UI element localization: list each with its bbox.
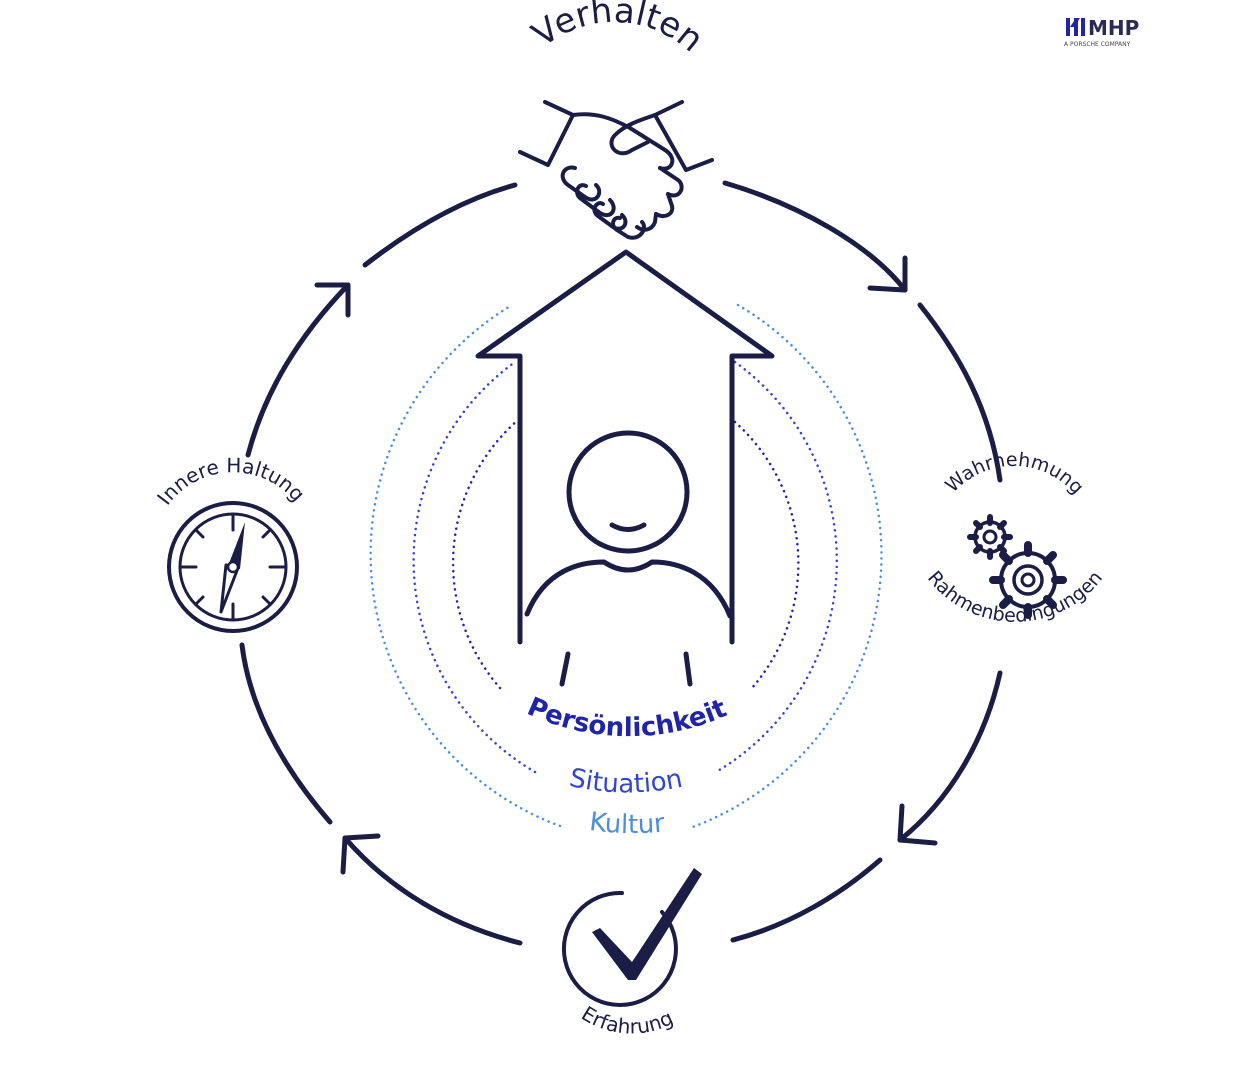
person-smile: [609, 522, 647, 532]
compass-ticks: [180, 514, 286, 620]
label-kultur: Kultur: [588, 807, 666, 840]
cycle-ring: [239, 180, 1003, 946]
ring-situation-r: [714, 360, 839, 774]
ring-kultur: [369, 303, 562, 828]
gears-icon: [967, 514, 1067, 619]
person-arm-right: [683, 651, 693, 687]
person-arm-left: [559, 651, 571, 687]
ring-persoenlichkeit: [451, 418, 520, 690]
label-innere-haltung: Innere Haltung: [152, 453, 310, 509]
person-head: [566, 430, 690, 554]
influence-rings: [369, 303, 883, 830]
label-erfahrung: Erfahrung: [577, 1001, 676, 1038]
label-verhalten: Verhalten: [525, 0, 711, 60]
ring-persoenlichkeit-r: [733, 420, 800, 690]
arrowhead-right-lower: [897, 803, 938, 846]
compass-needle-north: [228, 522, 245, 569]
logo-mark: [1066, 18, 1085, 36]
cycle-arc-right-upper: [917, 302, 1003, 483]
ring-situation: [412, 360, 537, 774]
check-circle: [561, 890, 678, 1007]
check-tick: [592, 868, 702, 980]
checkmark-icon: [561, 868, 702, 1007]
arrowhead-bottom-left: [340, 833, 381, 875]
cycle-arc-top-right: [722, 180, 908, 293]
cycle-arc-bottom-left: [342, 835, 523, 946]
label-situation: Situation: [567, 763, 685, 799]
cycle-arc-right-lower: [897, 670, 1003, 843]
gear-large: [989, 541, 1067, 619]
cycle-arc-top-left: [362, 182, 518, 268]
up-arrow-icon: [475, 249, 775, 645]
compass-icon: [167, 501, 299, 633]
arrowhead-top-right: [867, 255, 908, 293]
ring-kultur-r: [688, 303, 883, 830]
person-shoulders: [524, 559, 733, 619]
person-icon: [524, 430, 733, 687]
arrowhead-left-upper: [314, 282, 351, 318]
handshake-icon: [518, 100, 714, 240]
cycle-arc-left-upper: [245, 282, 351, 458]
cycle-arc-left-lower: [239, 642, 333, 825]
logo-tagline: A PORSCHE COMPANY: [1064, 41, 1131, 48]
logo-wordmark: MHP: [1088, 16, 1139, 40]
gear-small: [967, 514, 1013, 560]
cycle-arc-bottom-right: [730, 857, 883, 943]
mhp-logo: MHP A PORSCHE COMPANY: [1064, 16, 1139, 48]
label-wahrnehmung: Wahrnehmung: [941, 449, 1088, 499]
label-persoenlichkeit: Persönlichkeit: [523, 692, 731, 743]
